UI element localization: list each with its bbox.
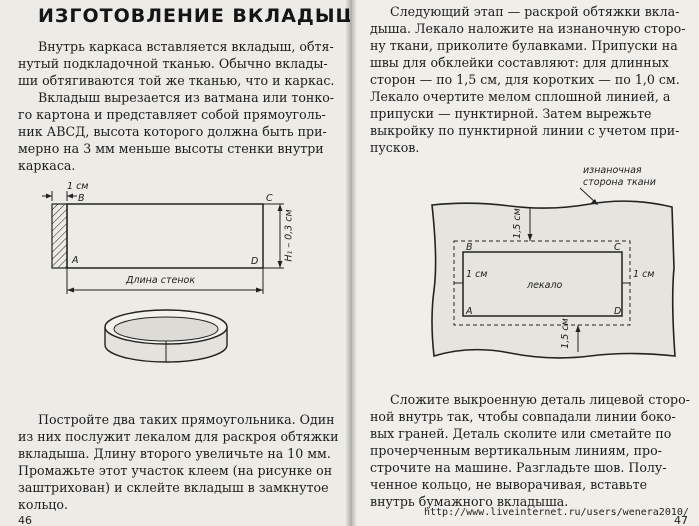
text-line: ну ткани, приколите булавками. Припуски … [370,38,678,53]
fabric-layout-figure [431,187,676,359]
right-page: Следующий этап — раскрой обтяжки вкла- д… [350,0,699,526]
text-line: сторон — по 1,5 см, для коротких — по 1,… [370,72,680,87]
text-line: ник АВСД, высота которого должна быть пр… [18,124,327,139]
page-number-left: 46 [18,514,32,526]
pattern-label: лекало [527,280,563,291]
pattern-outline [462,251,623,317]
text-line: заштрихован) и склейте вкладыш в замкнут… [18,480,329,495]
text-line: нутый подкладочной тканью. Обычно вклады… [18,56,328,71]
left-allowance-label: 1 см [466,269,488,280]
text-line: вых граней. Деталь сколите или сметайте … [370,426,672,441]
text-line: кольцо. [18,497,68,512]
right-allowance-label: 1 см [633,269,655,280]
text-line: выкройку по пунктирной линии с учетом пр… [370,123,680,138]
text-line: Сложите выкроенную деталь лицевой сторо- [390,392,690,407]
text-line: Внутрь каркаса вставляется вкладыш, обтя… [38,39,334,54]
text-line: мерно на 3 мм меньше высоты стенки внутр… [18,141,324,156]
corner-label-c: C [266,193,273,204]
text-line: ной внутрь так, чтобы совпадали линии бо… [370,409,676,424]
text-line: Лекало очертите мелом сплошной линией, а [370,89,671,104]
text-line: Вкладыш вырезается из ватмана или тонко- [38,90,335,105]
left-paragraph-2: Вкладыш вырезается из ватмана или тонко-… [18,89,334,174]
text-line: Следующий этап — раскрой обтяжки вкла- [390,4,680,19]
text-line: ченное кольцо, не выворачивая, вставьте [370,477,648,492]
text-line: каркаса. [18,158,76,173]
text-line: го картона и представляет собой прямоуго… [18,107,326,122]
text-line: Промажьте этот участок клеем (на рисунке… [18,463,333,478]
fabric-side-label-2: сторона ткани [583,177,656,188]
left-paragraph-3: Постройте два таких прямоугольника. Один… [18,411,338,513]
corner-label-c: C [614,242,621,253]
text-line: прочерченным вертикальным линиям, про- [370,443,662,458]
left-paragraph-1: Внутрь каркаса вставляется вкладыш, обтя… [18,38,334,89]
text-line: припуски — пунктирной. Затем вырежьте [370,106,652,121]
glue-strip [51,203,68,269]
corner-label-d: D [614,306,622,317]
text-line: ши обтягиваются той же тканью, что и кар… [18,73,335,88]
liner-rectangle [66,203,264,269]
ring-illustration [104,309,228,363]
bottom-allowance-label: 1,5 см [559,318,571,349]
top-allowance-label: 1,5 см [511,208,523,239]
corner-label-d: D [251,256,259,267]
corner-label-a: A [466,306,473,317]
length-label: Длина стенок [126,275,196,286]
chapter-heading: ИЗГОТОВЛЕНИЕ ВКЛАДЫША [38,5,350,27]
margin-label: 1 см [67,181,89,192]
text-line: внутрь бумажного вкладыша. [370,494,569,509]
text-line: из них послужит лекалом для раскроя обтя… [18,429,339,444]
right-paragraph-2: Сложите выкроенную деталь лицевой сторо-… [370,391,690,510]
left-page: ИЗГОТОВЛЕНИЕ ВКЛАДЫША Внутрь каркаса вст… [0,0,350,526]
text-line: пусков. [370,140,420,155]
liner-rectangle-figure [42,191,284,363]
watermark-url: http://www.liveinternet.ru/users/wenera2… [424,507,689,518]
text-line: Постройте два таких прямоугольника. Один [38,412,335,427]
height-label: H₁ – 0,3 см [283,209,295,262]
fabric-side-label-1: изнаночная [583,165,642,176]
text-line: вкладыша. Длину второго увеличьте на 10 … [18,446,331,461]
corner-label-b: B [78,193,85,204]
corner-label-b: B [466,242,473,253]
right-paragraph-1: Следующий этап — раскрой обтяжки вкла- д… [370,3,685,156]
book-gutter [345,0,357,526]
fabric-piece [431,200,676,359]
text-line: дыша. Лекало наложите на изнаночную стор… [370,21,686,36]
page-number-right: 47 [674,514,688,526]
text-line: строчите на машине. Разгладьте шов. Полу… [370,460,667,475]
text-line: швы для обклейки составляют: для длинных [370,55,669,70]
corner-label-a: A [72,255,79,266]
